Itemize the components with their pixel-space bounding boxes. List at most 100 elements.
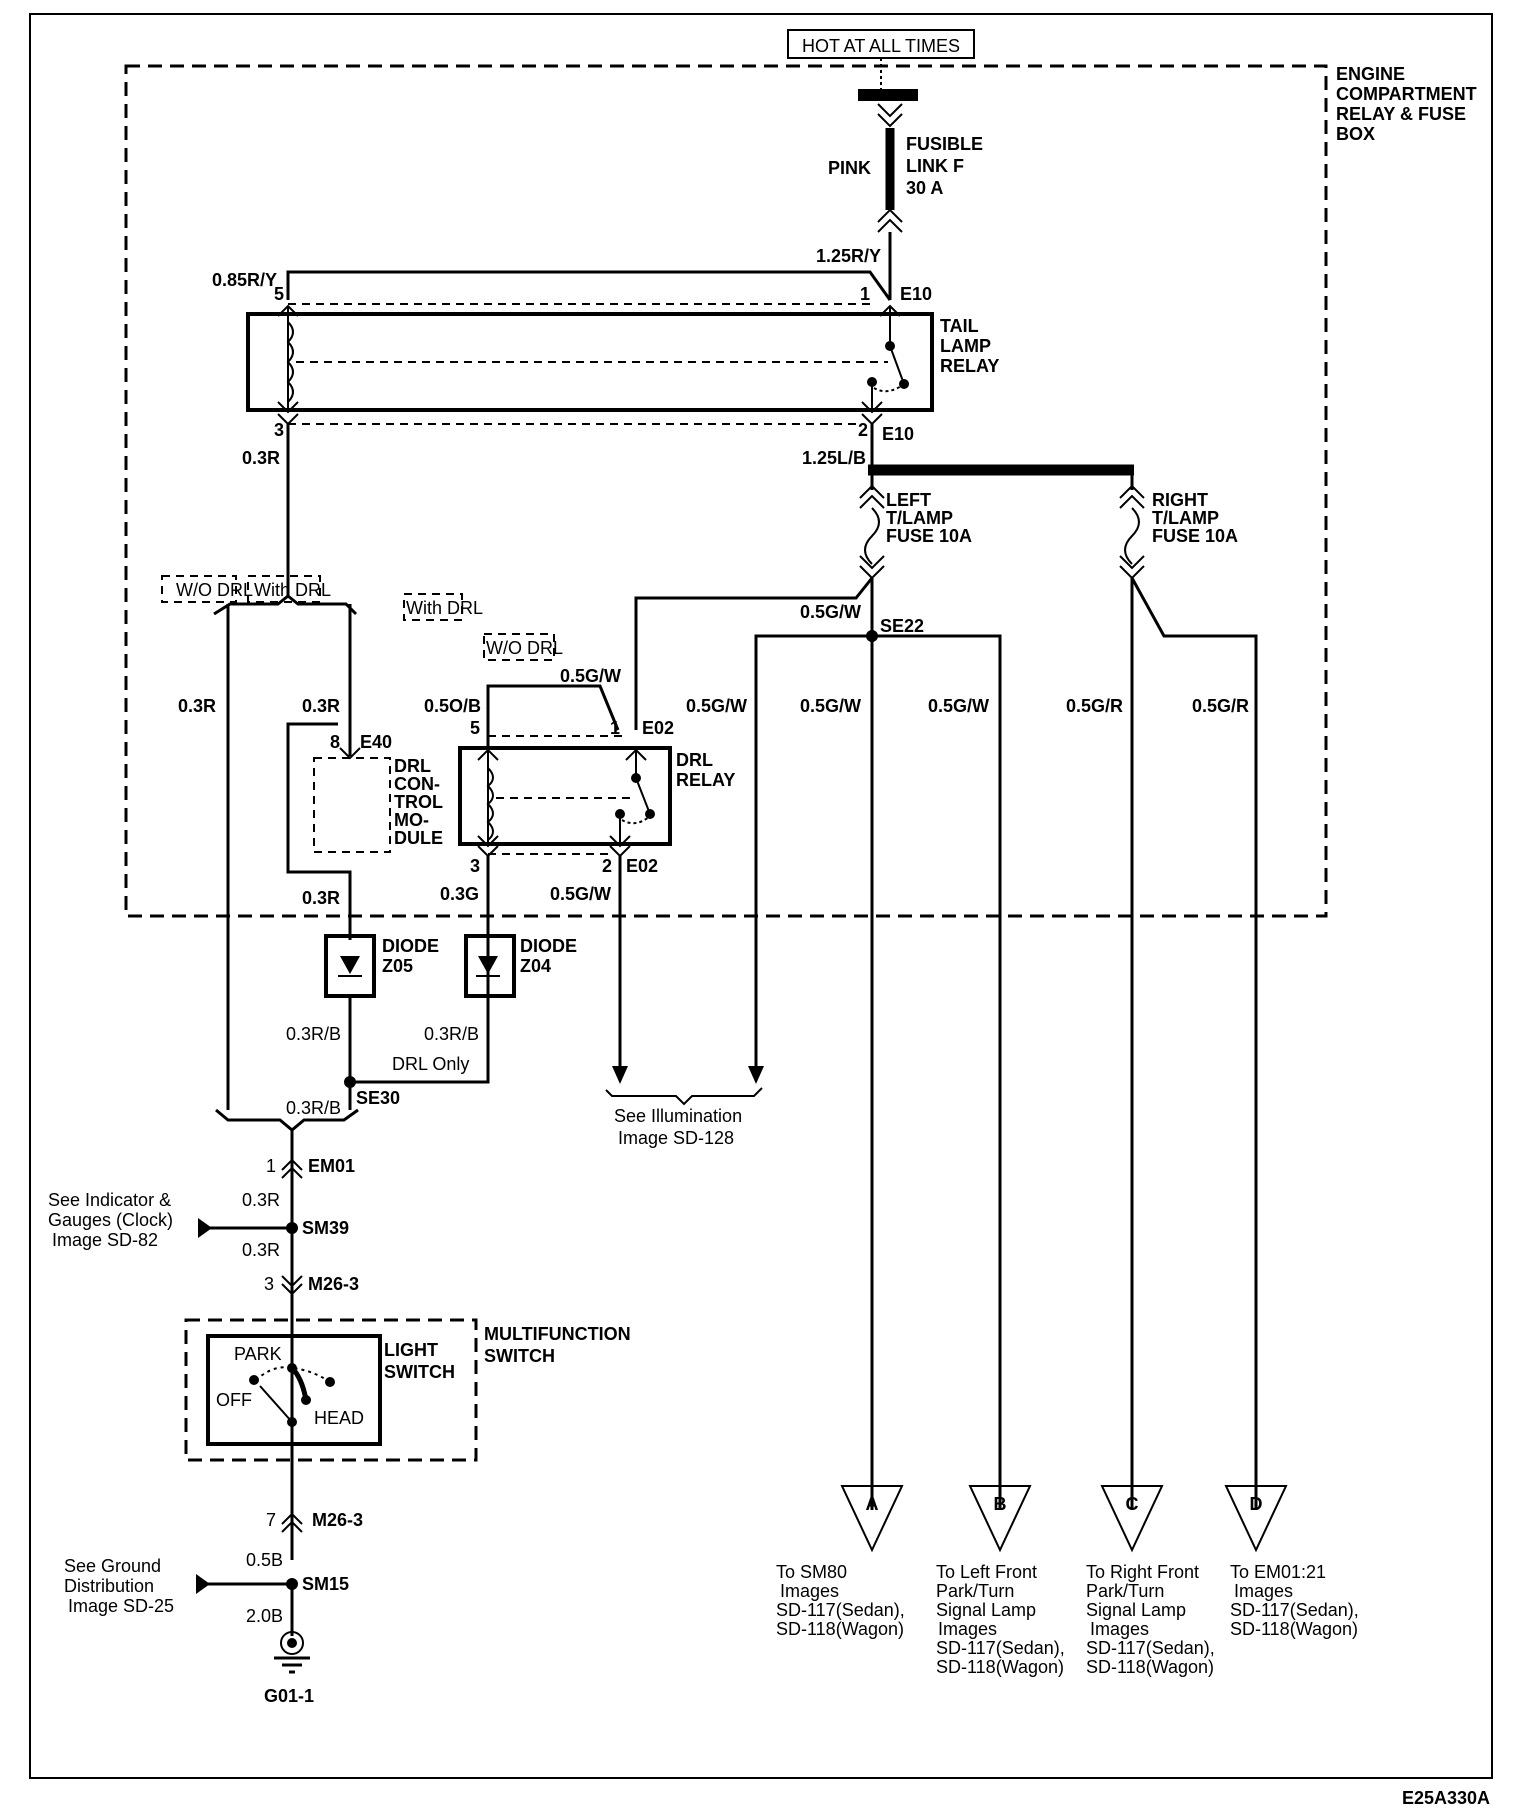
svg-text:A: A [866,1494,879,1514]
splice-label: SM39 [302,1218,349,1238]
figure-id: E25A330A [1402,1788,1490,1808]
svg-text:BOX: BOX [1336,124,1375,144]
diode-z05 [324,934,376,998]
light-switch-label: LIGHT SWITCH [384,1340,455,1382]
svg-text:DIODE: DIODE [520,936,577,956]
svg-text:Images: Images [780,1581,839,1601]
drl-control-module [313,757,391,853]
svg-text:SD-118(Wagon): SD-118(Wagon) [776,1619,904,1639]
svg-text:Gauges (Clock): Gauges (Clock) [48,1210,173,1230]
arrow-illumination-2 [748,1066,764,1084]
option-label: W/O DRL [486,638,563,658]
svg-text:TAIL: TAIL [940,316,979,336]
wire-label: 0.5G/R [1192,696,1249,716]
wire-label: 0.5G/W [560,666,621,686]
switch-position-head: HEAD [314,1408,364,1428]
arrow-indicator [198,1218,212,1238]
svg-text:Images: Images [1234,1581,1293,1601]
connector-d: D [1224,1485,1288,1553]
wire-label: 0.5G/W [550,884,611,904]
drl-only-label: DRL Only [392,1054,469,1074]
multifunction-switch-box [184,1318,478,1462]
pin-label: 2 [858,420,868,440]
svg-text:Distribution: Distribution [64,1576,154,1596]
wire-label: 0.3R [302,888,340,908]
pin-label: 1 [610,718,620,738]
wire-label: 0.5G/W [800,696,861,716]
svg-text:Image SD-128: Image SD-128 [618,1128,734,1148]
svg-text:See Ground: See Ground [64,1556,161,1576]
wire-label: 0.3G [440,884,479,904]
fusible-link-label: FUSIBLE LINK F 30 A [906,134,983,198]
wire-label: 1.25L/B [802,448,866,468]
wire-label: 0.5G/W [686,696,747,716]
option-with-drl-tag [247,575,321,603]
option-split [213,594,358,616]
arrow-illumination-1 [612,1066,628,1084]
svg-text:SWITCH: SWITCH [384,1362,455,1382]
svg-text:Images: Images [1090,1619,1149,1639]
svg-text:SD-117(Sedan),: SD-117(Sedan), [776,1600,905,1620]
indicator-ref: See Indicator & Gauges (Clock) Image SD-… [48,1190,173,1250]
option-wo-drl-tag [161,575,237,603]
option-label: With DRL [254,580,331,600]
wire-0-5ob [486,684,620,748]
connector-d-description: To EM01:21 Images SD-117(Sedan), SD-118(… [1230,1562,1359,1639]
wire-label: 0.5G/R [1066,696,1123,716]
splice-label: SE30 [356,1088,400,1108]
svg-text:RELAY: RELAY [676,770,735,790]
wire-label: 0.5B [246,1550,283,1570]
connector-a-description: To SM80 Images SD-117(Sedan), SD-118(Wag… [776,1562,905,1639]
multifunction-switch-label: MULTIFUNCTION SWITCH [484,1324,631,1366]
wire-label: 0.5G/W [800,602,861,622]
splice-se30 [344,1076,356,1088]
option-label: W/O DRL [176,580,253,600]
wire-label: 0.5G/W [928,696,989,716]
svg-text:To EM01:21: To EM01:21 [1230,1562,1326,1582]
wire-label: 0.3R [242,1240,280,1260]
wire-label: 0.85R/Y [212,270,277,290]
pin-label: 1 [860,284,870,304]
splice-label: SM15 [302,1574,349,1594]
outer-frame [29,13,1493,1779]
diode-z05-label: DIODE Z05 [382,936,439,976]
svg-text:T/LAMP: T/LAMP [886,508,953,528]
svg-text:LINK F: LINK F [906,156,964,176]
svg-text:COMPARTMENT: COMPARTMENT [1336,84,1477,104]
illumination-brace [605,1087,763,1106]
diode-z04-label: DIODE Z04 [520,936,577,976]
svg-text:Z04: Z04 [520,956,551,976]
svg-text:Signal Lamp: Signal Lamp [936,1600,1036,1620]
wire-0-5gr-to-d [1130,577,1258,1510]
svg-text:30 A: 30 A [906,178,943,198]
svg-text:RELAY & FUSE: RELAY & FUSE [1336,104,1466,124]
svg-text:Images: Images [938,1619,997,1639]
pin-label: 1 [266,1156,276,1176]
option-label: With DRL [406,598,483,618]
drl-module-label: DRL CON- TROL MO- DULE [394,756,443,848]
svg-text:See Illumination: See Illumination [614,1106,742,1126]
svg-text:FUSIBLE: FUSIBLE [906,134,983,154]
svg-text:SD-118(Wagon): SD-118(Wagon) [1230,1619,1358,1639]
connector-label: E02 [642,718,674,738]
pin-label: 3 [470,856,480,876]
right-fuse-label: RIGHT T/LAMP FUSE 10A [1152,490,1238,546]
svg-text:T/LAMP: T/LAMP [1152,508,1219,528]
left-fuse-label: LEFT T/LAMP FUSE 10A [886,490,972,546]
m26-top-connector [281,1275,303,1288]
pin-label: 2 [602,856,612,876]
engine-box-label: ENGINE COMPARTMENT RELAY & FUSE BOX [1336,64,1477,144]
wire-label: 0.3R/B [286,1024,341,1044]
svg-text:RIGHT: RIGHT [1152,490,1208,510]
connector-label: E10 [900,284,932,304]
wire-label: 0.3R [242,1190,280,1210]
svg-text:TROL: TROL [394,792,443,812]
splice-label: SE22 [880,616,924,636]
svg-text:DRL: DRL [394,756,431,776]
switch-position-park: PARK [234,1344,282,1364]
fusible-link-color: PINK [828,158,871,178]
svg-text:SWITCH: SWITCH [484,1346,555,1366]
svg-text:DIODE: DIODE [382,936,439,956]
light-switch [206,1334,382,1446]
svg-text:See Indicator &: See Indicator & [48,1190,171,1210]
